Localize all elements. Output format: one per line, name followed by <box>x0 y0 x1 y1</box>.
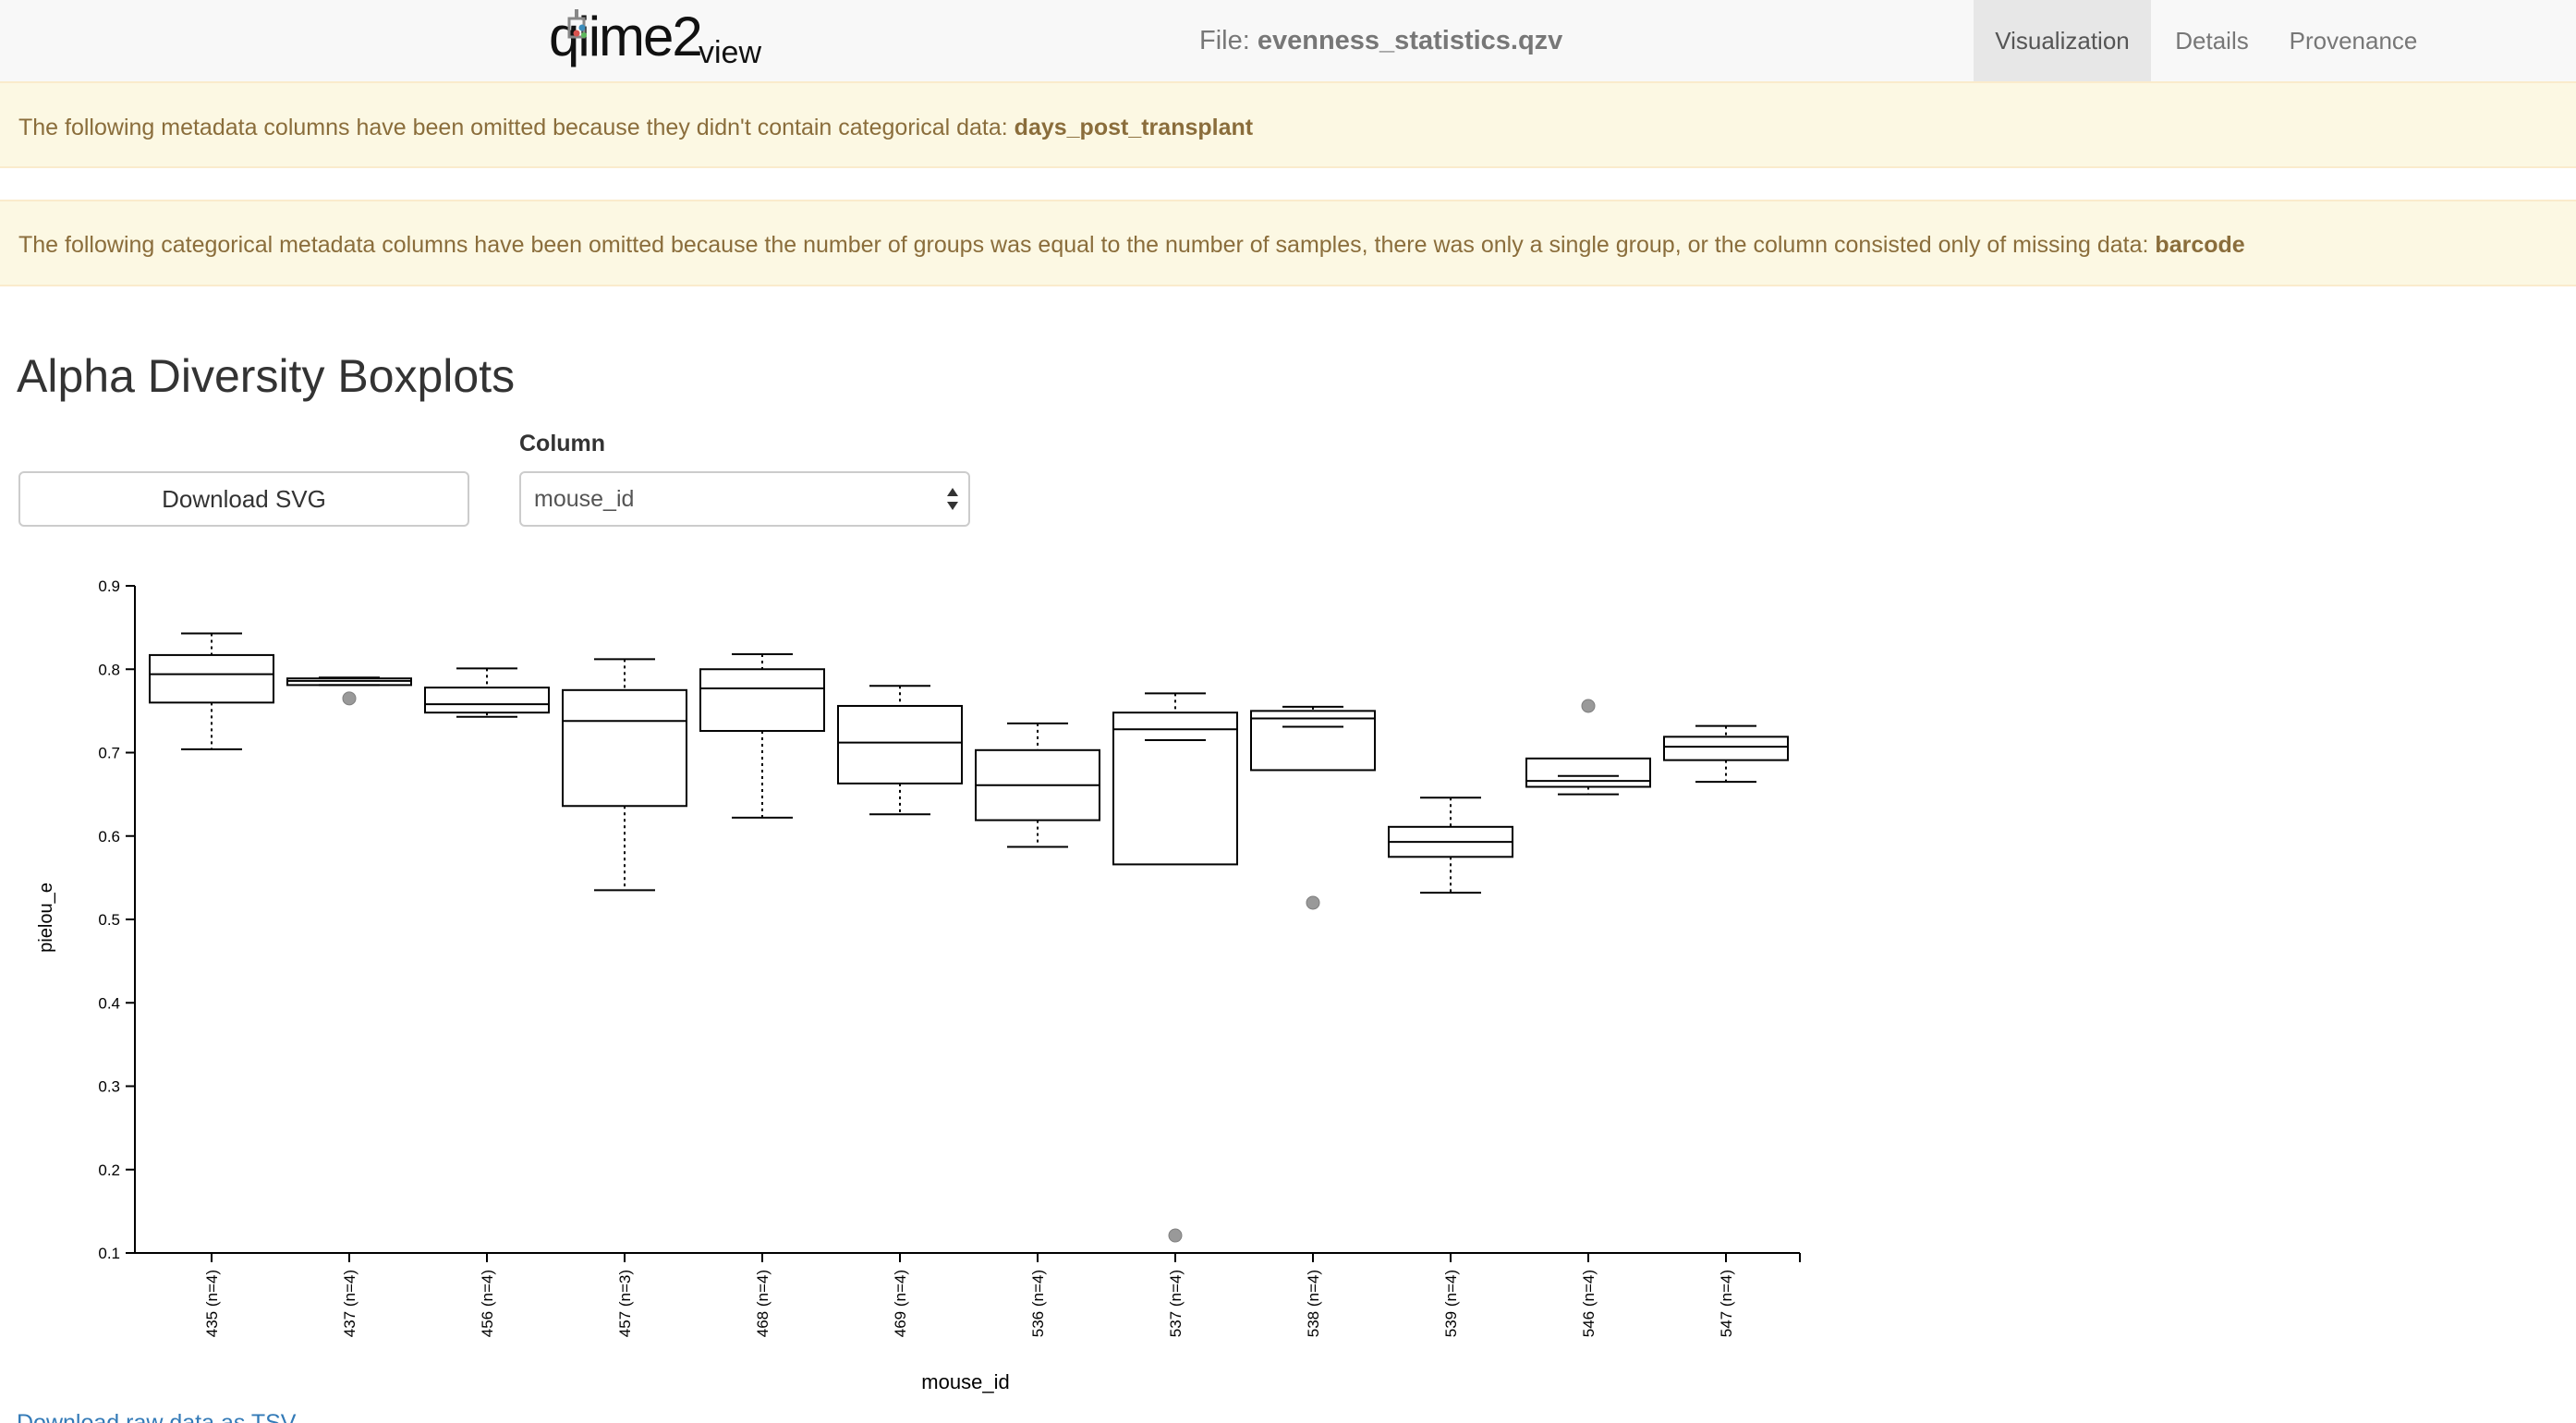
iqr-box <box>1112 712 1238 866</box>
column-select-value: mouse_id <box>534 486 635 512</box>
x-tick-label: 538 (n=4) <box>1305 1270 1322 1337</box>
page-title: Alpha Diversity Boxplots <box>17 350 516 402</box>
iqr-box <box>699 668 825 733</box>
box-group <box>837 685 963 816</box>
x-tick-label: 546 (n=4) <box>1580 1270 1598 1337</box>
logo-view-text: view <box>699 35 762 70</box>
iqr-box <box>1250 710 1376 772</box>
alert-non-categorical: The following metadata columns have been… <box>0 81 2576 168</box>
outlier-point <box>342 691 357 706</box>
x-tick-label: 537 (n=4) <box>1167 1270 1185 1337</box>
box-group <box>699 653 825 819</box>
tab-provenance[interactable]: Provenance <box>2289 27 2418 55</box>
qiime2-view-logo[interactable]: qiime2 view <box>549 6 761 76</box>
tab-visualization[interactable]: Visualization <box>1974 0 2151 81</box>
iqr-box <box>1525 757 1651 788</box>
x-axis-label: mouse_id <box>921 1370 1009 1393</box>
alert-text: The following categorical metadata colum… <box>18 232 2149 258</box>
iqr-box <box>424 687 550 714</box>
boxes <box>149 632 1789 1243</box>
y-tick-label: 0.3 <box>98 1078 120 1096</box>
alert-text: The following metadata columns have been… <box>18 115 1008 140</box>
x-tick-label: 547 (n=4) <box>1718 1270 1735 1337</box>
y-tick-label: 0.9 <box>98 578 120 595</box>
alert-columns: barcode <box>2155 232 2245 258</box>
y-tick-label: 0.8 <box>98 661 120 678</box>
download-tsv-link[interactable]: Download raw data as TSV <box>17 1410 297 1423</box>
x-tick-label: 469 (n=4) <box>892 1270 909 1337</box>
x-tick-label: 536 (n=4) <box>1029 1270 1047 1337</box>
box-group <box>562 658 687 892</box>
x-tick-label: 435 (n=4) <box>203 1270 221 1337</box>
iqr-box <box>1663 736 1789 761</box>
iqr-box <box>562 688 687 808</box>
x-tick-label: 456 (n=4) <box>479 1270 496 1337</box>
alert-columns: days_post_transplant <box>1014 115 1254 140</box>
column-select[interactable]: mouse_id <box>519 471 970 527</box>
logo-mark-icon <box>567 9 587 39</box>
box-group <box>975 722 1100 848</box>
iqr-box <box>837 704 963 784</box>
navbar: qiime2 view File: evenness_statistics.qz… <box>0 0 2576 83</box>
column-label: Column <box>519 431 606 456</box>
box-group <box>1663 724 1789 784</box>
y-tick-label: 0.5 <box>98 911 120 929</box>
y-axis-label: pielou_e <box>36 882 56 953</box>
box-group <box>424 667 550 718</box>
box-group <box>1112 692 1238 1243</box>
select-updown-icon <box>947 488 958 510</box>
box-group <box>286 676 412 706</box>
box-group <box>1250 705 1376 910</box>
file-title: File: evenness_statistics.qzv <box>1199 24 1562 57</box>
iqr-box <box>149 653 274 704</box>
x-tick-label: 468 (n=4) <box>754 1270 772 1337</box>
y-tick-label: 0.2 <box>98 1162 120 1179</box>
y-tick-label: 0.7 <box>98 745 120 762</box>
tab-details[interactable]: Details <box>2175 27 2249 55</box>
y-tick-label: 0.6 <box>98 828 120 845</box>
outlier-point <box>1306 895 1320 910</box>
box-group <box>149 632 274 750</box>
y-tick-label: 0.1 <box>98 1245 120 1262</box>
x-tick-label: 457 (n=3) <box>616 1270 634 1337</box>
alert-omitted-categorical: The following categorical metadata colum… <box>0 200 2576 286</box>
outlier-point <box>1168 1228 1183 1243</box>
y-axis: 0.1 0.2 0.3 0.4 0.5 0.6 0.7 0.8 0.9 <box>98 578 136 1262</box>
file-label: File: <box>1199 26 1250 55</box>
file-name: evenness_statistics.qzv <box>1257 26 1563 55</box>
x-axis: 435 (n=4) 437 (n=4) 456 (n=4) 457 (n=3) 468 … <box>135 1252 1801 1337</box>
boxplot-chart: 0.1 0.2 0.3 0.4 0.5 0.6 0.7 0.8 0.9 435 (n=4) 437… <box>36 578 1801 1393</box>
box-group <box>1388 797 1513 894</box>
box-group <box>1525 699 1651 796</box>
download-svg-button[interactable]: Download SVG <box>18 471 469 527</box>
x-tick-label: 437 (n=4) <box>341 1270 358 1337</box>
y-tick-label: 0.4 <box>98 994 120 1012</box>
outlier-point <box>1581 699 1596 713</box>
x-tick-label: 539 (n=4) <box>1442 1270 1460 1337</box>
